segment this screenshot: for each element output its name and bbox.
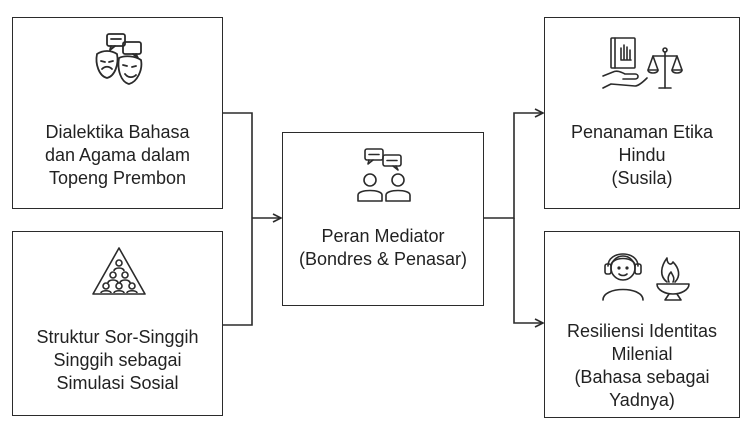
person-headphones-and-fire-bowl-icon: [602, 253, 690, 301]
node-mediator: Peran Mediator (Bondres & Penasar): [282, 132, 484, 306]
two-people-conversation-icon: [357, 148, 411, 202]
node-mediator-line-2: (Bondres & Penasar): [298, 249, 468, 269]
node-mediator-label: Peran Mediator (Bondres & Penasar): [283, 225, 483, 271]
theater-masks-with-speech-bubbles-icon: [95, 33, 143, 85]
edge-struktur-to-mediator: [222, 218, 253, 326]
node-dialektika-label: Dialektika Bahasa dan Agama dalam Topeng…: [13, 121, 222, 190]
node-dialektika-line-3: Topeng Prembon: [48, 168, 187, 188]
node-struktur: Struktur Sor-Singgih Singgih sebagai Sim…: [12, 231, 223, 416]
node-struktur-line-3: Simulasi Sosial: [56, 373, 179, 393]
node-resiliensi-line-3: (Bahasa sebagai: [574, 367, 710, 387]
node-resiliensi-line-1: Resiliensi Identitas: [566, 321, 718, 341]
node-resiliensi-line-4: Yadnya): [609, 390, 675, 410]
node-dialektika-line-1: Dialektika Bahasa: [45, 122, 190, 142]
node-etika: Penanaman Etika Hindu (Susila): [544, 17, 740, 209]
node-etika-line-2: Hindu: [618, 145, 666, 165]
node-struktur-label: Struktur Sor-Singgih Singgih sebagai Sim…: [13, 326, 222, 395]
node-dialektika-line-2: dan Agama dalam: [44, 145, 191, 165]
node-etika-line-1: Penanaman Etika: [570, 122, 714, 142]
people-pyramid-icon: [92, 247, 146, 295]
edge-mediator-to-etika: [483, 113, 543, 219]
node-mediator-line-1: Peran Mediator: [321, 226, 445, 246]
node-resiliensi-line-2: Milenial: [611, 344, 673, 364]
edge-dialektika-to-mediator: [222, 112, 253, 218]
edge-mediator-to-resiliensi: [513, 218, 543, 323]
node-resiliensi: Resiliensi Identitas Milenial (Bahasa se…: [544, 231, 740, 418]
node-etika-label: Penanaman Etika Hindu (Susila): [545, 121, 739, 190]
node-etika-line-3: (Susila): [611, 168, 673, 188]
node-struktur-line-2: Singgih sebagai: [53, 350, 182, 370]
book-hand-and-scales-icon: [602, 37, 683, 89]
node-dialektika: Dialektika Bahasa dan Agama dalam Topeng…: [12, 17, 223, 209]
node-resiliensi-label: Resiliensi Identitas Milenial (Bahasa se…: [545, 320, 739, 412]
node-struktur-line-1: Struktur Sor-Singgih: [36, 327, 199, 347]
